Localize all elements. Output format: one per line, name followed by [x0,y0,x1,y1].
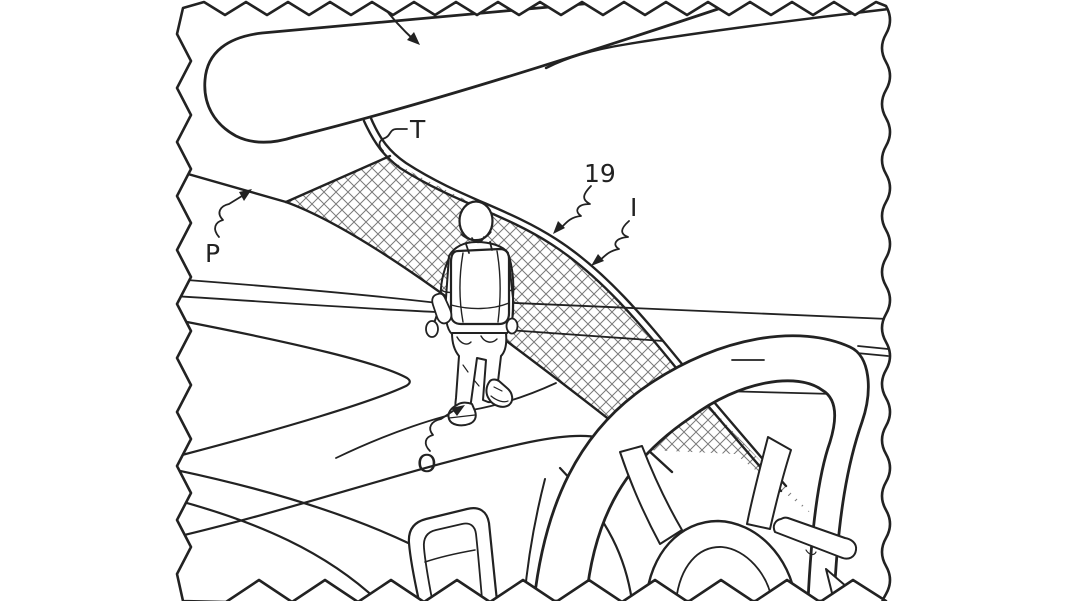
door-sweep-2 [177,498,380,601]
beltline-upper [177,278,439,304]
pocket-right [480,335,498,343]
arrowhead-o [451,405,465,416]
hood-collar-line [460,231,492,241]
shoe-laces [493,386,503,392]
backpack-flap [450,302,510,310]
spoke-left [619,445,683,545]
backpack-seam-left [459,252,464,323]
left-hand [425,320,439,338]
leader-19 [559,185,592,230]
right-sole [490,395,509,403]
pedestrian-head [458,200,494,242]
right-arm [508,255,515,322]
pedestrian [425,200,519,427]
arrowhead-i [591,254,604,266]
hood-line-under-feet [335,382,557,459]
label-19: 19 [584,159,616,188]
jeans-crease-2 [473,379,480,387]
right-hand [505,317,519,335]
label-o: O [417,449,437,478]
top-arrowhead [407,32,420,45]
dash-top-line [177,434,602,539]
steering-column-shroud [644,519,798,601]
window-frame-edge [284,154,392,204]
pillar-trim-lines [362,114,788,493]
hatch-area [286,158,814,516]
leader-p [214,195,243,238]
beltline-lower [177,295,437,313]
pocket-left [456,336,472,345]
door-sash-line [177,168,288,204]
label-p: P [205,239,220,268]
sun-visor [203,2,720,144]
kerb-line-right-2 [857,345,889,350]
steering-wheel [532,334,870,601]
arrowhead-19 [553,221,565,234]
mirror-base-pill [431,292,453,325]
door-pocket-inner [422,522,483,600]
stalk-detail-curl [805,549,817,556]
strap-right [489,241,493,251]
strap-left [465,243,470,254]
backpack [449,247,511,326]
turn-signal-stalk [772,516,858,560]
label-i: I [630,193,637,222]
trim-line-inner [362,119,783,493]
jeans-crease-1 [462,364,469,373]
reference-labels: T 19 I P O [205,115,637,478]
leader-i [597,220,630,263]
left-sole [448,414,476,419]
right-shoe [485,378,514,408]
arrowhead-p [239,189,252,201]
label-t: T [409,115,426,144]
backpack-seam-right [496,250,501,323]
column-inner-line [675,546,773,601]
backpack-handle [471,236,485,244]
door-crease-v [180,319,411,457]
leader-t [378,128,408,152]
door-pocket-divider [424,549,476,563]
spoke-right [746,436,792,530]
leader-o [424,410,454,452]
trim-line-outer [368,114,788,488]
